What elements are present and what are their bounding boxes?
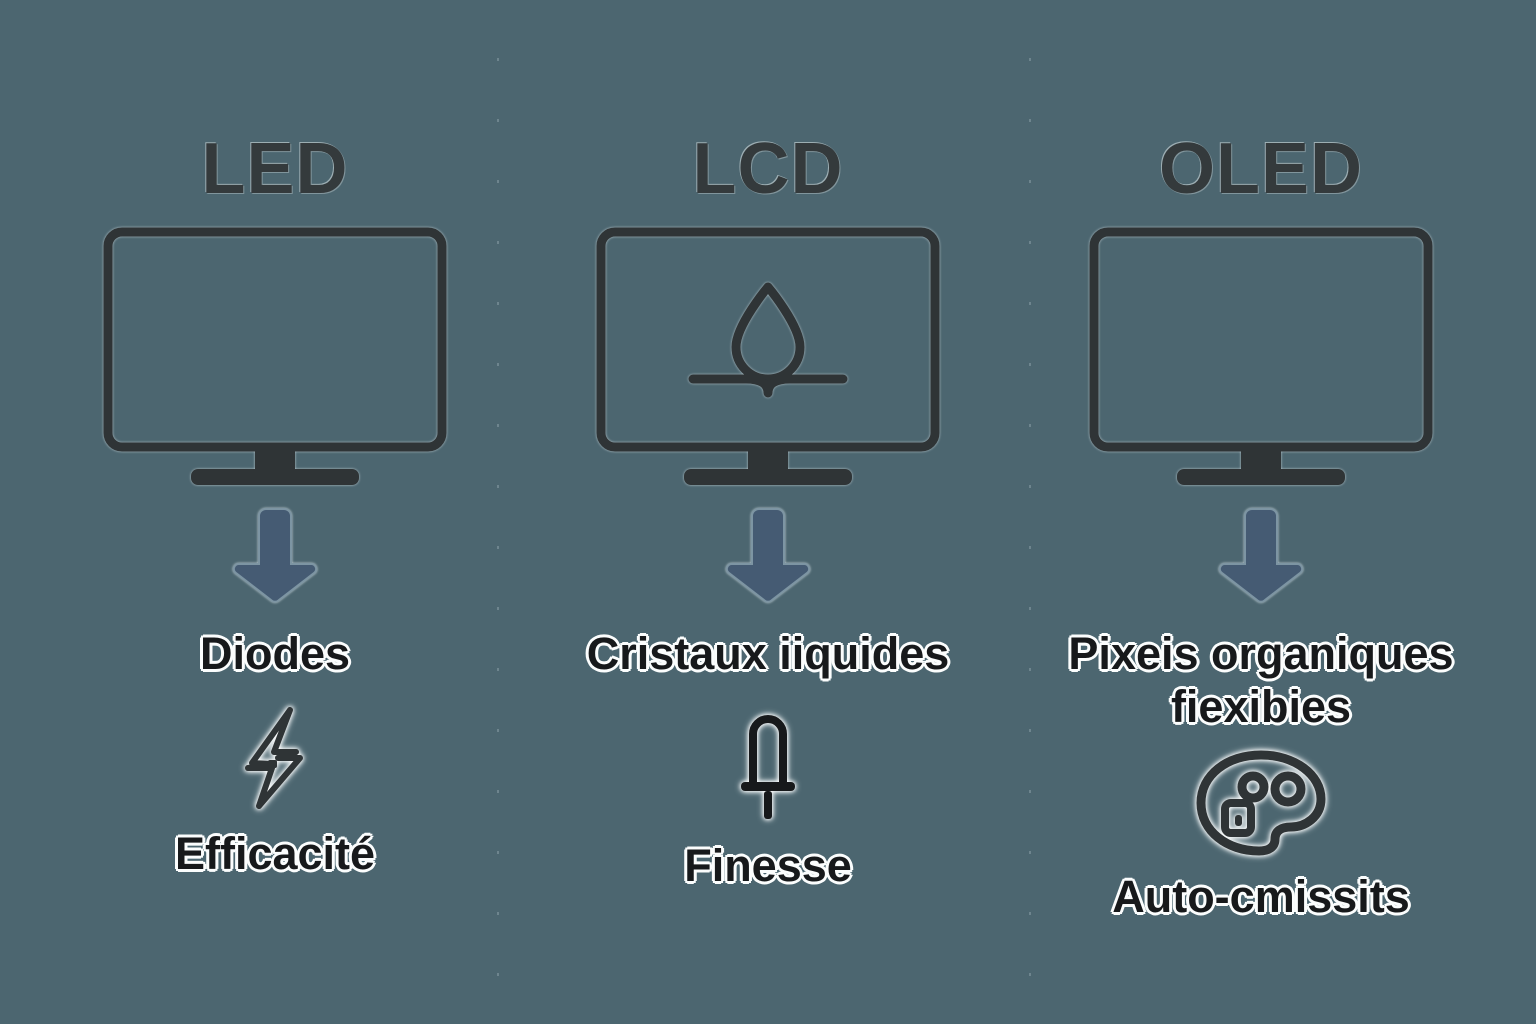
down-arrow-icon-lcd xyxy=(722,503,814,607)
palette-icon xyxy=(1195,747,1327,857)
feature-caption-led: Efficacité xyxy=(174,828,376,880)
column-title-led: LED xyxy=(201,129,349,209)
down-arrow-icon-led xyxy=(229,503,321,607)
caption-lcd: Cristaux iiquides xyxy=(586,628,950,679)
down-arrow-icon-oled xyxy=(1215,503,1307,607)
column-title-oled: OLED xyxy=(1158,129,1363,209)
column-lcd: LCD Cristaux iiquides xyxy=(533,0,1003,892)
caption-led: Diodes xyxy=(199,628,351,679)
caption-oled-line-2: fiexibies xyxy=(1170,681,1352,733)
caption-oled: Pixeis organiques fiexibies xyxy=(1068,627,1453,733)
column-oled: OLED Pixeis organiques fiexibies xyxy=(1026,0,1496,923)
column-led: LED Diodes Efficacité xyxy=(40,0,510,880)
caption-oled-line-1: Pixeis organiques xyxy=(1068,628,1454,679)
monitor-icon-oled xyxy=(1089,227,1433,489)
monitor-icon-led xyxy=(103,227,447,489)
feature-caption-lcd: Finesse xyxy=(684,840,852,892)
lightning-bolt-icon xyxy=(238,706,312,810)
led-diode-icon xyxy=(735,706,801,822)
column-title-lcd: LCD xyxy=(692,129,844,209)
monitor-with-droplet-icon-lcd xyxy=(596,227,940,489)
feature-caption-oled: Auto-cmissits xyxy=(1112,871,1410,923)
